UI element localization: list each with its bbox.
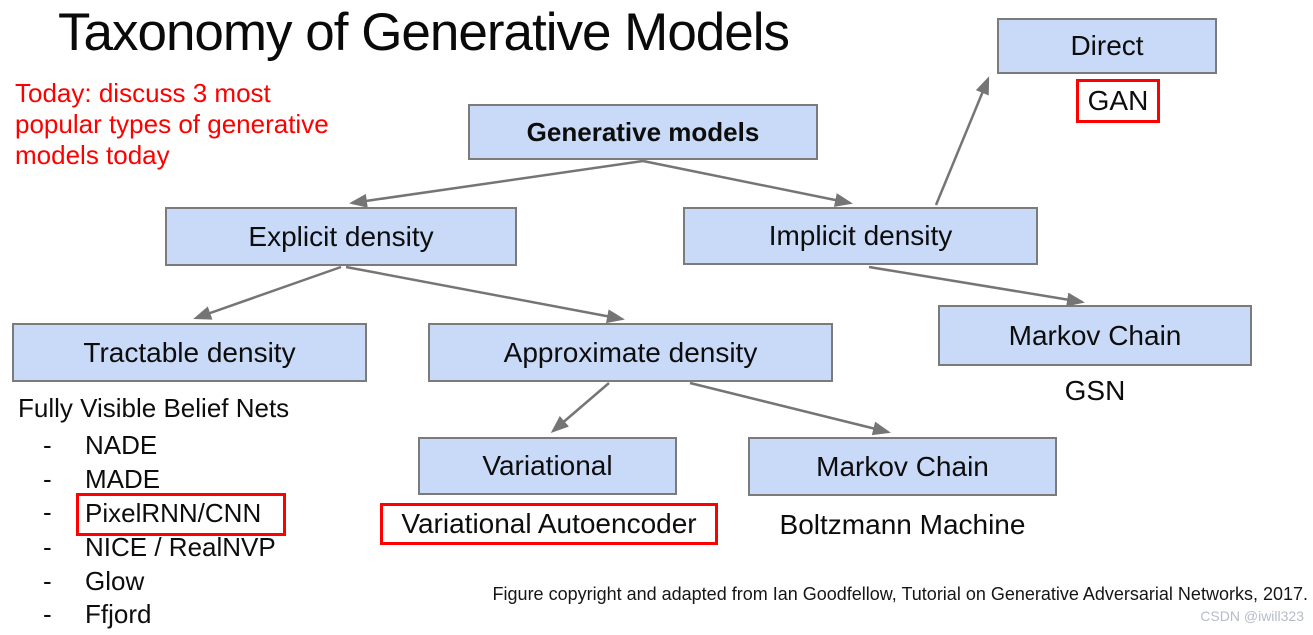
note-line-3: models today: [15, 140, 170, 170]
node-label: Markov Chain: [1008, 319, 1182, 351]
node-label: Markov Chain: [816, 450, 989, 482]
csdn-watermark: CSDN @iwill323: [1200, 608, 1304, 624]
list-header: Fully Visible Belief Nets: [18, 393, 290, 423]
arrow-explicit-to-approximate: [345, 265, 625, 324]
node-direct: Direct: [997, 18, 1217, 74]
arrow-generative-to-implicit: [642, 159, 853, 207]
gan-highlight-box: GAN: [1076, 79, 1160, 123]
node-generative-models: Generative models: [468, 104, 818, 160]
arrow-implicit-to-direct: [934, 76, 990, 206]
node-markov-chain-mid: Markov Chain: [748, 437, 1057, 496]
node-label: Explicit density: [248, 220, 434, 252]
gan-label: GAN: [1087, 85, 1149, 116]
boltzmann-machine-label: Boltzmann Machine: [779, 509, 1026, 540]
pixelrnn-highlight-box: PixelRNN/CNN: [76, 493, 287, 536]
slide-title: Taxonomy of Generative Models: [58, 3, 790, 62]
list-bullet: -: [43, 599, 52, 629]
figure-credit: Figure copyright and adapted from Ian Go…: [492, 584, 1308, 604]
node-variational: Variational: [418, 437, 677, 495]
arrow-generative-to-explicit: [349, 159, 644, 208]
node-label: Generative models: [526, 116, 760, 147]
list-bullet: -: [43, 565, 52, 596]
node-label: Tractable density: [83, 336, 296, 368]
list-item: - Ffjord: [18, 598, 289, 632]
list-item-label: NADE: [85, 430, 158, 460]
list-item-label: Glow: [85, 565, 145, 596]
list-item-label: Ffjord: [85, 599, 152, 629]
node-label: Approximate density: [503, 336, 758, 368]
node-tractable-density: Tractable density: [12, 323, 367, 382]
list-item: - PixelRNN/CNN: [18, 493, 289, 536]
list-item: - NADE: [18, 429, 289, 463]
list-bullet: -: [43, 532, 52, 562]
node-implicit-density: Implicit density: [683, 207, 1038, 265]
node-explicit-density: Explicit density: [165, 207, 517, 266]
list-item: - MADE: [18, 463, 289, 497]
node-label: Direct: [1070, 30, 1144, 61]
note-line-2: popular types of generative: [15, 109, 329, 139]
list-item-label: MADE: [85, 463, 161, 494]
node-label: Variational: [482, 450, 613, 481]
list-bullet: -: [43, 497, 52, 527]
arrow-approximate-to-markov: [689, 381, 891, 436]
list-bullet: -: [43, 430, 52, 460]
list-item: - Glow: [18, 565, 289, 599]
fully-visible-belief-nets-list: Fully Visible Belief Nets - NADE - MADE …: [18, 393, 289, 632]
list-item-label: NICE / RealNVP: [85, 532, 276, 562]
node-markov-chain-right: Markov Chain: [938, 305, 1252, 366]
vae-label: Variational Autoencoder: [401, 508, 697, 539]
arrow-implicit-to-markov-chain: [868, 265, 1085, 307]
node-approximate-density: Approximate density: [428, 323, 833, 382]
vae-highlight-box: Variational Autoencoder: [380, 503, 718, 545]
list-bullet: -: [43, 463, 52, 494]
note-line-1: Today: discuss 3 most: [15, 78, 271, 108]
lecture-note: Today: discuss 3 most popular types of g…: [15, 78, 405, 171]
arrow-explicit-to-tractable: [193, 265, 342, 320]
gsn-label: GSN: [1064, 375, 1126, 406]
list-item: - NICE / RealNVP: [18, 531, 289, 565]
arrow-approximate-to-variational: [550, 382, 610, 433]
node-label: Implicit density: [768, 220, 953, 251]
